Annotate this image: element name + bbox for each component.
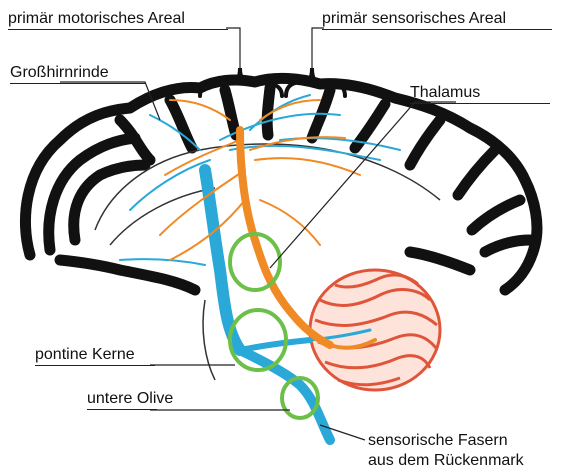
underline-cortex [10,83,145,84]
label-inferior-olive: untere Olive [87,390,173,408]
underline-primary-sensory [322,29,552,30]
label-primary-sensory-area: primär sensorisches Areal [322,10,506,28]
label-sensory-fibers-line1: sensorische Fasern [368,432,508,450]
label-cortex: Großhirnrinde [10,64,109,82]
underline-olive [87,409,157,410]
underline-thalamus [410,103,550,104]
label-thalamus: Thalamus [410,84,480,102]
label-primary-motor-area: primär motorisches Areal [8,10,185,28]
underline-primary-motor [8,29,228,30]
label-pontine-nuclei: pontine Kerne [35,346,135,364]
underline-pontine [35,365,155,366]
cerebellum [310,270,440,390]
label-sensory-fibers-line2: aus dem Rückenmark [368,452,524,470]
